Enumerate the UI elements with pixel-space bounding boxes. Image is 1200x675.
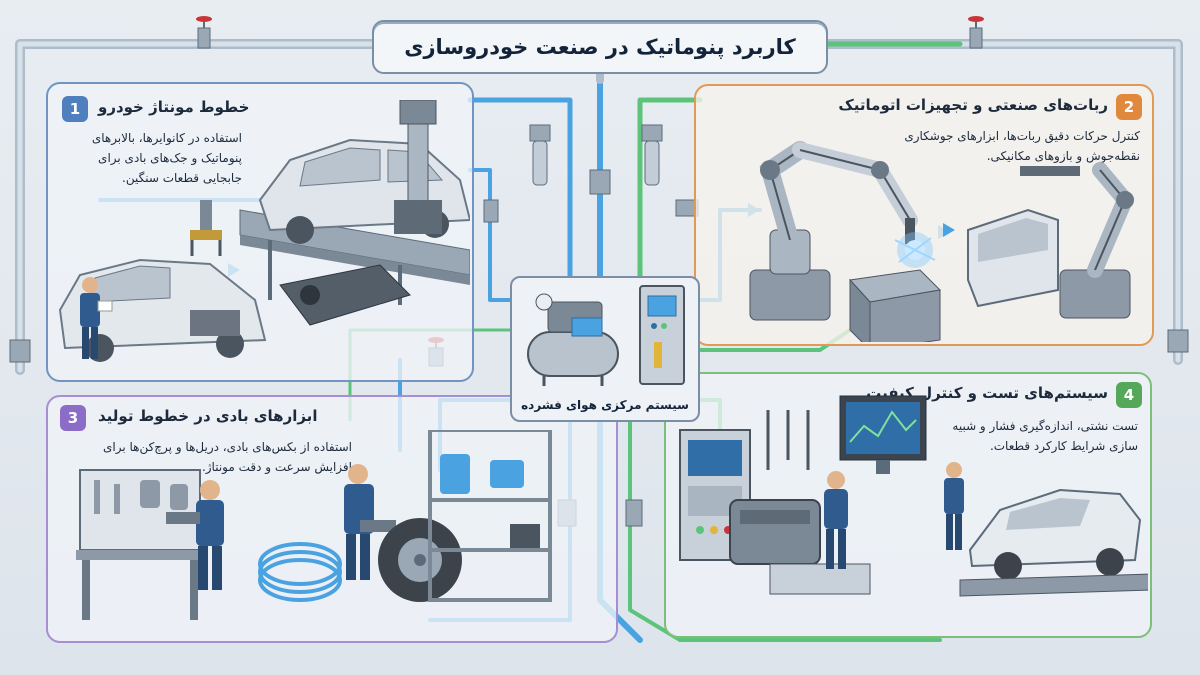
tool-pegboard-icon [76, 469, 204, 620]
panel-description: استفاده از بکس‌های بادی، دریل‌ها و پرچ‌ک… [102, 440, 352, 474]
welding-spark-icon [894, 232, 936, 268]
panel-title: سیستم‌های تست و کنترل کیفیت [866, 384, 1108, 402]
panel-description: تست نشتی، اندازه‌گیری فشار و شبیه سازی ش… [952, 419, 1138, 453]
panel-title: ربات‌های صنعتی و تجهیزات اتوماتیک [838, 96, 1108, 114]
monitor-graph-icon [839, 395, 927, 474]
tire-icon [378, 518, 462, 602]
central-compressed-air-system: سیستم مرکزی هوای فشرده [510, 276, 700, 422]
pneumatic-tools-illustration [76, 430, 552, 620]
panel-number-badge: 4 [1116, 382, 1142, 408]
panel-number-badge: 1 [62, 96, 88, 122]
panel-description: استفاده در کانوایرها، بالابرهای پنوماتیک… [91, 131, 242, 185]
dashboard-part-icon [279, 264, 411, 326]
pressure-probe-icon [766, 410, 810, 470]
worker-icon [80, 277, 113, 359]
valve-top-left [196, 16, 212, 49]
air-hose-coil-icon [258, 542, 342, 602]
tool-shelf-icon [428, 430, 552, 602]
car-chassis-icon [58, 258, 267, 362]
filter-unit-right [641, 124, 663, 186]
assembly-line-illustration [58, 100, 470, 362]
robot-arm-small-icon [1020, 162, 1135, 319]
pipe-blue-1 [467, 97, 573, 281]
technician-icon [824, 471, 848, 569]
panel-description: کنترل حرکات دقیق ربات‌ها، ابزارهای جوشکا… [904, 129, 1140, 163]
air-compressor-icon [527, 285, 685, 386]
panel-title: خطوط مونتاژ خودرو [98, 98, 250, 116]
quality-testing-illustration [679, 395, 1148, 597]
panel-number-badge: 3 [60, 405, 86, 431]
robot-arm-icon [749, 141, 918, 321]
valve-top-right [968, 16, 984, 49]
hydraulic-press-icon [394, 100, 442, 234]
control-cabinet-icon [639, 285, 685, 385]
engine-block-icon [729, 499, 871, 595]
panel-number-badge: 2 [1116, 94, 1142, 120]
filter-unit-left [529, 124, 551, 186]
gripper-tool-icon [190, 200, 222, 256]
workpiece-block-icon [848, 269, 942, 342]
main-title-banner: کاربرد پنوماتیک در صنعت خودروسازی [372, 20, 828, 74]
car-door-icon [967, 208, 1059, 308]
worker-with-drill-icon [166, 480, 224, 590]
sedan-car-icon [959, 488, 1148, 597]
robots-illustration [749, 141, 1135, 342]
main-title: کاربرد پنوماتیک در صنعت خودروسازی [404, 35, 796, 59]
pipe-green-1 [637, 97, 703, 279]
central-system-label: سیستم مرکزی هوای فشرده [521, 398, 689, 412]
inspector-icon [944, 462, 964, 550]
impact-wrench-worker-icon [344, 464, 396, 580]
panel-title: ابزارهای بادی در خطوط تولید [98, 407, 318, 425]
